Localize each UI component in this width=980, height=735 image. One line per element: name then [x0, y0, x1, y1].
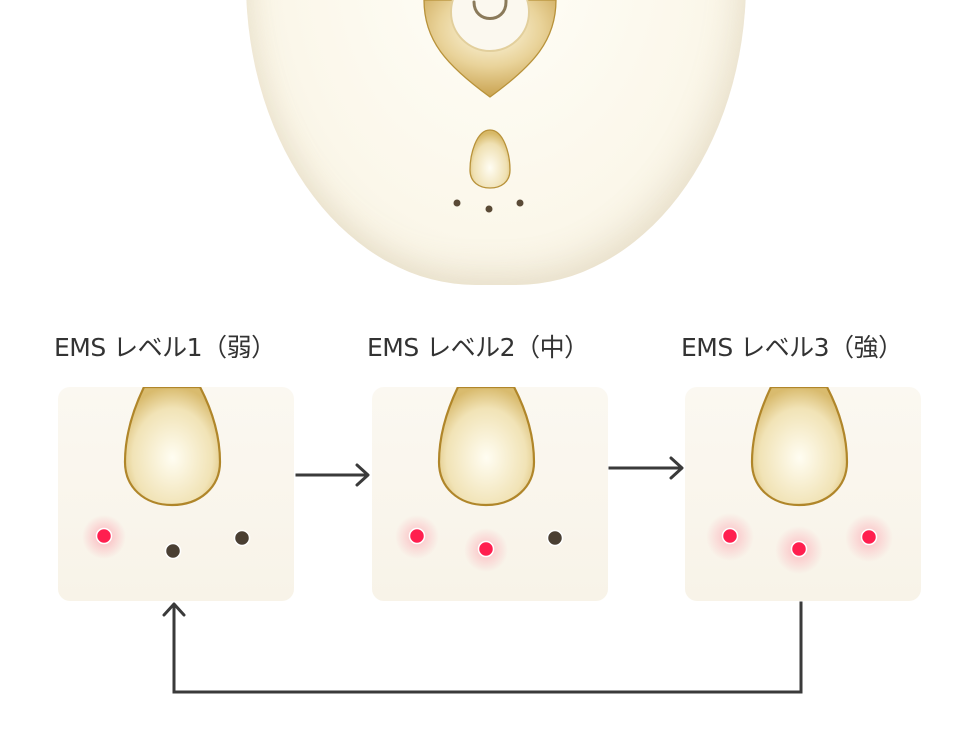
- level-3-panel: [685, 387, 921, 601]
- led-1-on: [95, 527, 113, 545]
- led-3-off: [546, 529, 564, 547]
- level-1-label: EMS レベル1（弱）: [54, 333, 276, 362]
- level-2-panel: [372, 387, 608, 601]
- mode-button-icon: [437, 387, 536, 507]
- level-1-panel: [58, 387, 294, 601]
- mode-button: [469, 129, 511, 189]
- level-3-label: EMS レベル3（強）: [681, 333, 903, 362]
- led-3-on: [860, 528, 878, 546]
- indicator-led-2: [485, 205, 493, 213]
- mode-button-icon: [123, 387, 222, 507]
- device-controls: [423, 0, 557, 213]
- led-2-off: [164, 542, 182, 560]
- power-button: [450, 0, 530, 52]
- led-1-on: [408, 527, 426, 545]
- ems-device-body: [246, 0, 746, 285]
- led-3-off: [233, 529, 251, 547]
- arrow-level3-to-level1: [172, 601, 803, 694]
- led-2-on: [477, 540, 495, 558]
- level-2-label: EMS レベル2（中）: [367, 333, 589, 362]
- indicator-led-3: [516, 199, 524, 207]
- power-icon: [472, 0, 508, 20]
- led-1-on: [721, 527, 739, 545]
- led-2-on: [790, 540, 808, 558]
- indicator-led-1: [453, 199, 461, 207]
- mode-button-icon: [750, 387, 849, 507]
